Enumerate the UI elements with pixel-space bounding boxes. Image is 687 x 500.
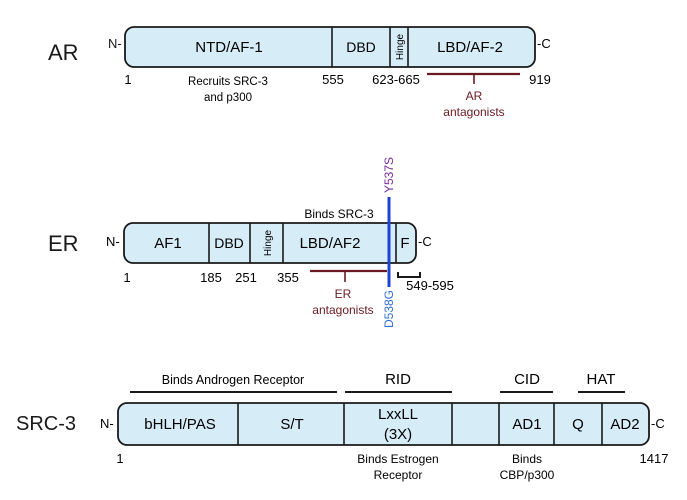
src3-region-rid-label: RID [385, 371, 411, 388]
src3-n-terminus: N- [100, 416, 114, 431]
ar-antagonist-label: antagonists [443, 105, 504, 119]
src3-domain-st: S/T [280, 416, 303, 433]
er-antagonist-label: ER [335, 287, 352, 301]
er-position: 549-595 [406, 278, 454, 293]
src3-domain-3x: (3X) [384, 426, 412, 443]
er-domain-af1: AF1 [154, 235, 182, 252]
ar-label: AR [48, 40, 79, 65]
src3-section: SRC-3 N- bHLH/PAS S/T LxxLL (3X) AD1 Q A… [16, 371, 668, 482]
src3-domain-ad2: AD2 [610, 416, 639, 433]
src3-protein-bar [117, 402, 650, 446]
src3-label: SRC-3 [16, 413, 76, 435]
ar-domain-lbd: LBD/AF-2 [437, 39, 503, 56]
src3-binds-cbp: CBP/p300 [500, 468, 555, 482]
er-position: 355 [277, 270, 299, 285]
er-position: 185 [200, 270, 222, 285]
src3-domain-ad1: AD1 [512, 416, 541, 433]
ar-c-terminus: -C [537, 36, 551, 51]
src3-position: 1 [116, 451, 123, 466]
src3-region-ar-label: Binds Androgen Receptor [162, 373, 304, 387]
er-mutation-d538g: D538G [382, 290, 396, 328]
ar-antagonist-label: AR [466, 89, 483, 103]
ar-protein-bar [124, 26, 536, 68]
src3-binds-er: Binds Estrogen [357, 452, 438, 466]
src3-domain-q: Q [572, 416, 584, 433]
er-binds-src3-label: Binds SRC-3 [304, 207, 374, 221]
ar-note: Recruits SRC-3 [188, 76, 268, 88]
src3-domain-lxxll: LxxLL [378, 406, 418, 423]
er-f-bracket [397, 272, 421, 278]
src3-region-cid-label: CID [514, 371, 540, 388]
ar-position: 1 [124, 72, 131, 87]
er-section: ER N- AF1 DBD Hinge LBD/AF2 F -C Y537S D… [48, 157, 454, 328]
er-label: ER [48, 231, 79, 256]
src3-binds-cbp: Binds [512, 452, 542, 466]
ar-note: and p300 [204, 92, 252, 104]
er-protein-bar [123, 222, 417, 264]
er-domain-hinge: Hinge [263, 230, 274, 257]
ar-position: 555 [322, 72, 344, 87]
src3-region-hat-label: HAT [587, 371, 616, 388]
ar-n-terminus: N- [108, 36, 122, 51]
er-n-terminus: N- [106, 234, 120, 249]
src3-domain-bhlh: bHLH/PAS [144, 416, 215, 433]
er-position: 251 [235, 270, 257, 285]
ar-position: 623-665 [372, 72, 420, 87]
src3-c-terminus: -C [651, 416, 665, 431]
src3-binds-er: Receptor [374, 468, 423, 482]
ar-domain-hinge: Hinge [395, 34, 406, 61]
er-domain-f: F [400, 235, 409, 252]
ar-domain-dbd: DBD [346, 39, 376, 55]
ar-domain-ntd: NTD/AF-1 [195, 39, 263, 56]
er-c-terminus: -C [418, 234, 432, 249]
er-position: 1 [123, 270, 130, 285]
er-domain-dbd: DBD [214, 235, 244, 251]
er-mutation-y537s: Y537S [382, 157, 396, 193]
src3-position: 1417 [640, 451, 669, 466]
er-antagonist-label: antagonists [312, 303, 373, 317]
ar-position: 919 [529, 72, 551, 87]
ar-section: AR N- NTD/AF-1 DBD Hinge LBD/AF-2 -C 1 5… [48, 26, 551, 119]
er-domain-lbd: LBD/AF2 [300, 235, 361, 252]
